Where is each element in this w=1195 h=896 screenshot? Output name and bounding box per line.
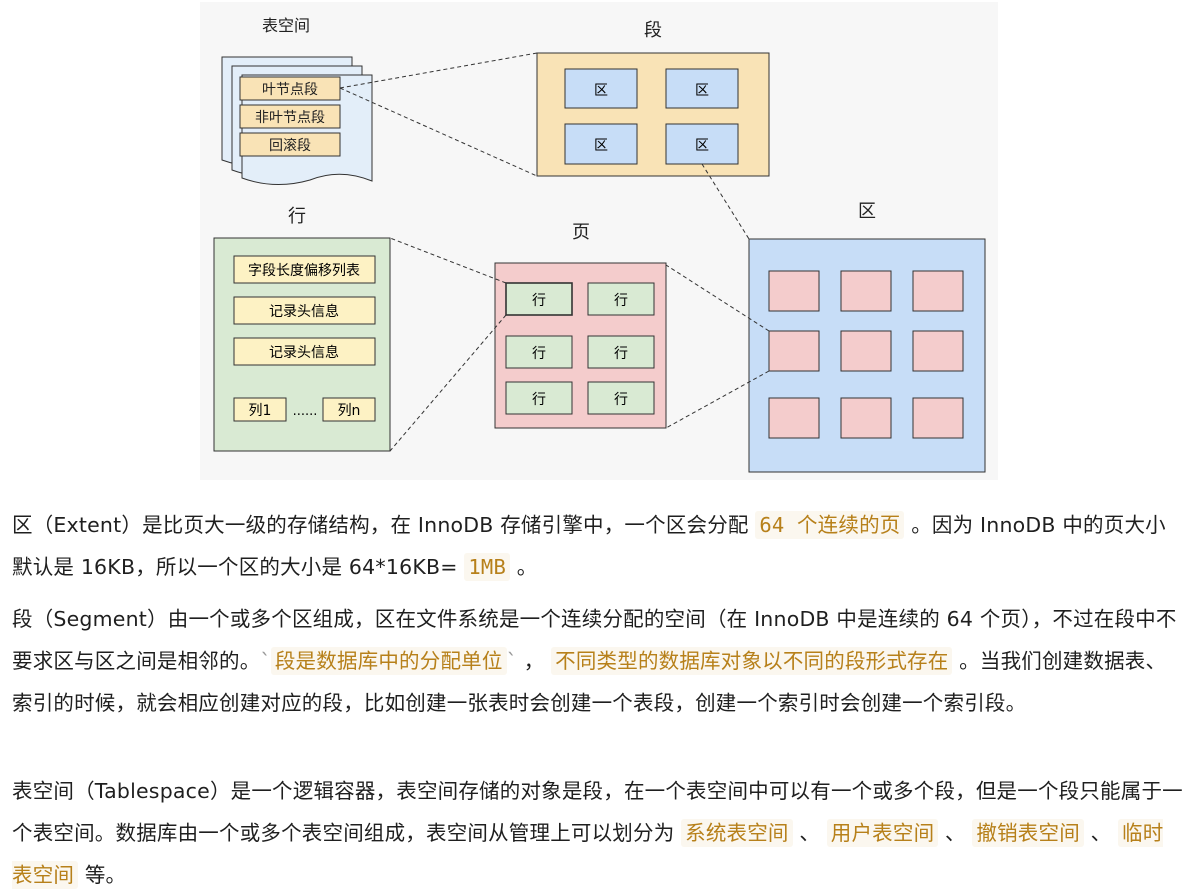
svg-text:行: 行	[532, 392, 546, 408]
svg-text:区: 区	[695, 83, 709, 99]
row-column-first: 列1	[233, 397, 287, 422]
page-row-cell: 行	[505, 282, 573, 316]
segment-nonleaf: 非叶节点段	[239, 104, 341, 129]
row-title: 行	[288, 206, 306, 227]
highlight-segment-forms: 不同类型的数据库对象以不同的段形式存在	[551, 647, 953, 675]
segment-extent-cell: 区	[564, 123, 638, 165]
page-row-cell: 行	[587, 381, 655, 415]
highlight-system-tablespace: 系统表空间	[681, 819, 793, 847]
paragraph-extent: 区（Extent）是比页大一级的存储结构，在 InnoDB 存储引擎中，一个区会…	[12, 511, 1166, 581]
svg-text:区: 区	[695, 138, 709, 154]
svg-text:区: 区	[594, 83, 608, 99]
svg-text:列1: 列1	[249, 403, 272, 419]
page-row-cell: 行	[505, 335, 573, 369]
svg-text:行: 行	[614, 392, 628, 408]
svg-text:行: 行	[532, 293, 546, 309]
row-field-offset-list: 字段长度偏移列表	[233, 255, 376, 284]
svg-text:字段长度偏移列表: 字段长度偏移列表	[248, 263, 360, 279]
page-title: 页	[572, 222, 590, 243]
svg-text:回滚段: 回滚段	[269, 137, 311, 154]
svg-text:区: 区	[594, 138, 608, 154]
inline-code-64-pages: 64 个连续的页	[755, 511, 905, 539]
svg-text:行: 行	[532, 346, 546, 362]
tablespace-title: 表空间	[262, 16, 310, 35]
segment-extent-cell: 区	[665, 123, 739, 165]
extent-page-cells	[768, 270, 964, 439]
extent-title: 区	[858, 201, 876, 222]
paragraph-segment: 段（Segment）由一个或多个区组成，区在文件系统是一个连续分配的空间（在 I…	[12, 607, 1177, 715]
highlight-user-tablespace: 用户表空间	[826, 819, 939, 847]
dashed-connectors	[339, 52, 770, 452]
page-row-cell: 行	[587, 282, 655, 316]
svg-text:记录头信息: 记录头信息	[269, 344, 339, 361]
svg-text:行: 行	[614, 346, 628, 362]
row-field-record-header: 记录头信息	[233, 337, 376, 366]
storage-structure-diagram: 表空间 叶节点段 非叶节点段 回滚段 段 区 区 区 区 区	[213, 16, 986, 473]
page-row-cell: 行	[587, 335, 655, 369]
segment-extent-cell: 区	[564, 68, 638, 109]
inline-code-1mb: 1MB	[464, 553, 510, 581]
highlight-undo-tablespace: 撤销表空间	[972, 819, 1084, 847]
row-field-record-header: 记录头信息	[233, 296, 376, 325]
svg-text:叶节点段: 叶节点段	[262, 82, 318, 98]
svg-text:列n: 列n	[338, 403, 361, 419]
segment-extent-cell: 区	[665, 68, 739, 109]
segment-rollback: 回滚段	[239, 132, 341, 157]
highlight-allocation-unit: 段是数据库中的分配单位	[270, 647, 507, 675]
row-column-last: 列n	[322, 397, 376, 422]
svg-text:行: 行	[614, 293, 628, 309]
row-column-ellipsis: ......	[293, 404, 318, 419]
svg-text:记录头信息: 记录头信息	[269, 303, 339, 320]
svg-text:非叶节点段: 非叶节点段	[255, 110, 325, 126]
segment-title: 段	[644, 20, 662, 41]
paragraph-tablespace: 表空间（Tablespace）是一个逻辑容器，表空间存储的对象是段，在一个表空间…	[12, 779, 1183, 889]
segment-leaf: 叶节点段	[239, 76, 341, 101]
page-row-cell: 行	[505, 381, 573, 415]
